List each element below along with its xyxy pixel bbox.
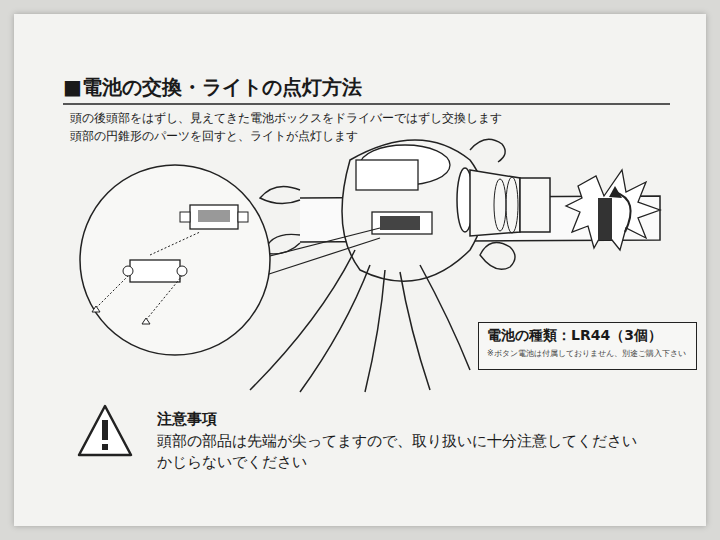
caution-heading: 注意事項 xyxy=(157,410,217,429)
info-box: 電池の種類：LR44（3個） ※ボタン電池は付属しておりません、別途ご購入下さい xyxy=(478,322,697,370)
instruction-text: 頭部の円錐形のパーツを回すと、ライトが点灯します xyxy=(70,128,358,145)
title: ■電池の交換・ライトの点灯方法 xyxy=(63,74,362,101)
instruction-text: 頭の後頭部をはずし、見えてきた電池ボックスをドライバーではずし交換します xyxy=(70,110,502,127)
caution-text: かじらないでください xyxy=(157,453,307,472)
box-note: ※ボタン電池は付属しておりません、別途ご購入下さい xyxy=(487,348,688,359)
caution-text: 頭部の部品は先端が尖ってますので、取り扱いに十分注意してください xyxy=(157,432,637,451)
box-heading: 電池の種類：LR44（3個） xyxy=(487,327,688,345)
